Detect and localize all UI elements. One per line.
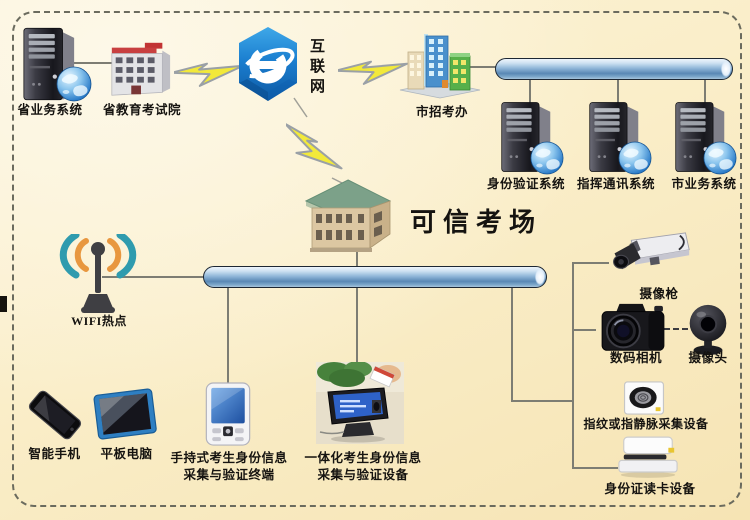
network-bus-city [495, 58, 733, 80]
globe-icon [530, 141, 564, 175]
node-city-admissions-office [398, 32, 482, 100]
edge-artifact [0, 296, 7, 312]
tablet-pc-label: 平板电脑 [100, 447, 153, 461]
connector-bus-handheld [227, 286, 229, 383]
handheld-terminal-label-line1: 手持式考生身份信息 [170, 451, 288, 465]
handheld-terminal-label: 手持式考生身份信息 采集与验证终端 [158, 450, 300, 484]
node-provincial-exam-institute [106, 40, 174, 100]
connector-bus-city-server [704, 78, 706, 103]
connector-server-institute [74, 62, 112, 64]
connector-trunk [572, 262, 574, 468]
smartphone-label: 智能手机 [28, 447, 81, 461]
webcam-icon [688, 303, 728, 356]
connector-trunk-idreader [572, 467, 618, 469]
fingerprint-collector-label: 指纹或指静脉采集设备 [583, 417, 709, 431]
node-handheld-terminal [204, 382, 252, 447]
city-admissions-office-label: 市招考办 [415, 105, 468, 119]
connector-camera-webcam-dashed [664, 328, 688, 330]
integrated-device-label-line1: 一体化考生身份信息 [304, 451, 422, 465]
node-smartphone [24, 386, 86, 444]
node-trusted-exam-site [302, 174, 394, 254]
node-integrated-device [316, 362, 404, 444]
globe-icon [56, 66, 92, 102]
provincial-exam-institute-label: 省教育考试院 [102, 103, 181, 117]
globe-icon [618, 141, 652, 175]
connector-bus-command-server [617, 78, 619, 103]
exam-site-building-icon [305, 179, 391, 253]
connector-office-bus [468, 66, 497, 68]
integrated-terminal-photo [316, 362, 404, 444]
lightning-icon [174, 54, 244, 92]
connector-wifi-bus [102, 276, 204, 278]
connector-trunk-cctv [572, 262, 609, 264]
connector-trunk-camera [572, 329, 596, 331]
wifi-antenna-icon [58, 234, 138, 314]
internet-label: 互联网 [308, 38, 324, 98]
network-bus-exam-site [203, 266, 547, 288]
city-business-globe [703, 141, 737, 175]
node-wifi-hotspot [58, 234, 138, 314]
video-camera-label: 摄像枪 [639, 287, 679, 301]
cctv-camera-icon [612, 231, 691, 271]
webcam-label: 摄像头 [688, 351, 728, 365]
fingerprint-scanner-icon [623, 381, 665, 415]
smartphone-icon [26, 388, 84, 442]
connector-bus-identity-server [529, 78, 531, 103]
identity-verification-system-label: 身份验证系统 [486, 177, 565, 191]
lightning-link-1 [174, 48, 244, 92]
handheld-terminal-icon [205, 382, 251, 446]
provincial-business-system-label: 省业务系统 [17, 103, 83, 117]
internet-explorer-icon [235, 26, 301, 104]
identity-globe [530, 141, 564, 175]
handheld-terminal-label-line2: 采集与验证终端 [183, 467, 275, 482]
connector-school-bus [356, 252, 358, 267]
command-communication-system-label: 指挥通讯系统 [576, 177, 655, 191]
connector-bus-integrated [356, 286, 358, 363]
id-card-reader-label: 身份证读卡设备 [604, 482, 696, 496]
node-tablet-pc [92, 384, 158, 442]
connector-bus-peripherals [511, 286, 513, 401]
city-office-buildings-icon [399, 33, 481, 99]
globe-icon [703, 141, 737, 175]
node-internet [235, 26, 301, 104]
node-video-camera [606, 231, 694, 287]
connector-junction [511, 400, 573, 402]
city-business-system-label: 市业务系统 [671, 177, 737, 191]
integrated-device-label: 一体化考生身份信息 采集与验证设备 [298, 450, 428, 484]
institute-building-icon [111, 42, 171, 96]
id-card-reader-icon [618, 436, 678, 478]
digital-camera-label: 数码相机 [609, 351, 662, 365]
node-fingerprint-collector [623, 381, 665, 416]
tablet-icon [93, 388, 158, 440]
integrated-device-label-line2: 采集与验证设备 [317, 467, 409, 482]
node-webcam [685, 302, 731, 356]
node-id-card-reader [616, 435, 680, 478]
provincial-globe [56, 66, 92, 102]
trusted-exam-site-label: 可信考场 [410, 208, 543, 237]
wifi-hotspot-label: WIFI热点 [71, 314, 127, 328]
command-globe [618, 141, 652, 175]
